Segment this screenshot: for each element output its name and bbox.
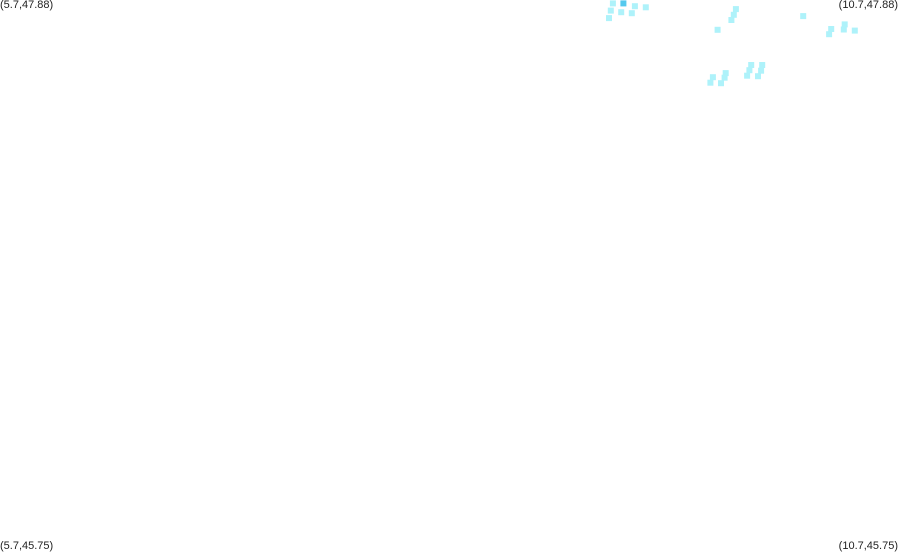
corner-label-top-right: (10.7,47.88) — [838, 0, 898, 11]
map-point[interactable] — [755, 73, 761, 80]
map-point[interactable] — [746, 67, 753, 74]
map-point[interactable] — [800, 13, 807, 20]
map-point[interactable] — [607, 7, 614, 14]
map-point[interactable] — [841, 21, 848, 28]
map-point[interactable] — [707, 79, 714, 86]
map-point[interactable] — [732, 6, 739, 13]
map-point[interactable] — [628, 10, 635, 17]
map-point[interactable] — [714, 26, 721, 33]
map-point[interactable] — [759, 62, 766, 68]
map-point[interactable] — [642, 4, 649, 11]
map-point[interactable] — [826, 31, 833, 38]
map-point[interactable] — [828, 26, 835, 32]
corner-label-top-left: (5.7,47.88) — [0, 0, 54, 11]
map-point[interactable] — [730, 11, 737, 18]
map-point[interactable] — [709, 74, 716, 81]
map-point[interactable] — [609, 0, 616, 7]
map-point[interactable] — [722, 70, 729, 77]
map-point[interactable] — [758, 67, 765, 74]
map-point[interactable] — [728, 17, 735, 23]
map-point[interactable] — [851, 27, 858, 34]
corner-label-bottom-right: (10.7,45.75) — [838, 540, 898, 552]
map-point[interactable] — [618, 9, 625, 16]
map-point[interactable] — [718, 80, 724, 87]
points-layer — [606, 0, 858, 87]
map-point[interactable] — [744, 72, 751, 79]
map-point[interactable] — [606, 15, 612, 22]
map-point[interactable] — [748, 62, 755, 68]
map-point[interactable] — [631, 3, 638, 10]
map-point-highlighted[interactable] — [620, 0, 627, 7]
map-point[interactable] — [721, 74, 728, 81]
map-point[interactable] — [840, 26, 847, 33]
corner-label-bottom-left: (5.7,45.75) — [0, 540, 54, 552]
